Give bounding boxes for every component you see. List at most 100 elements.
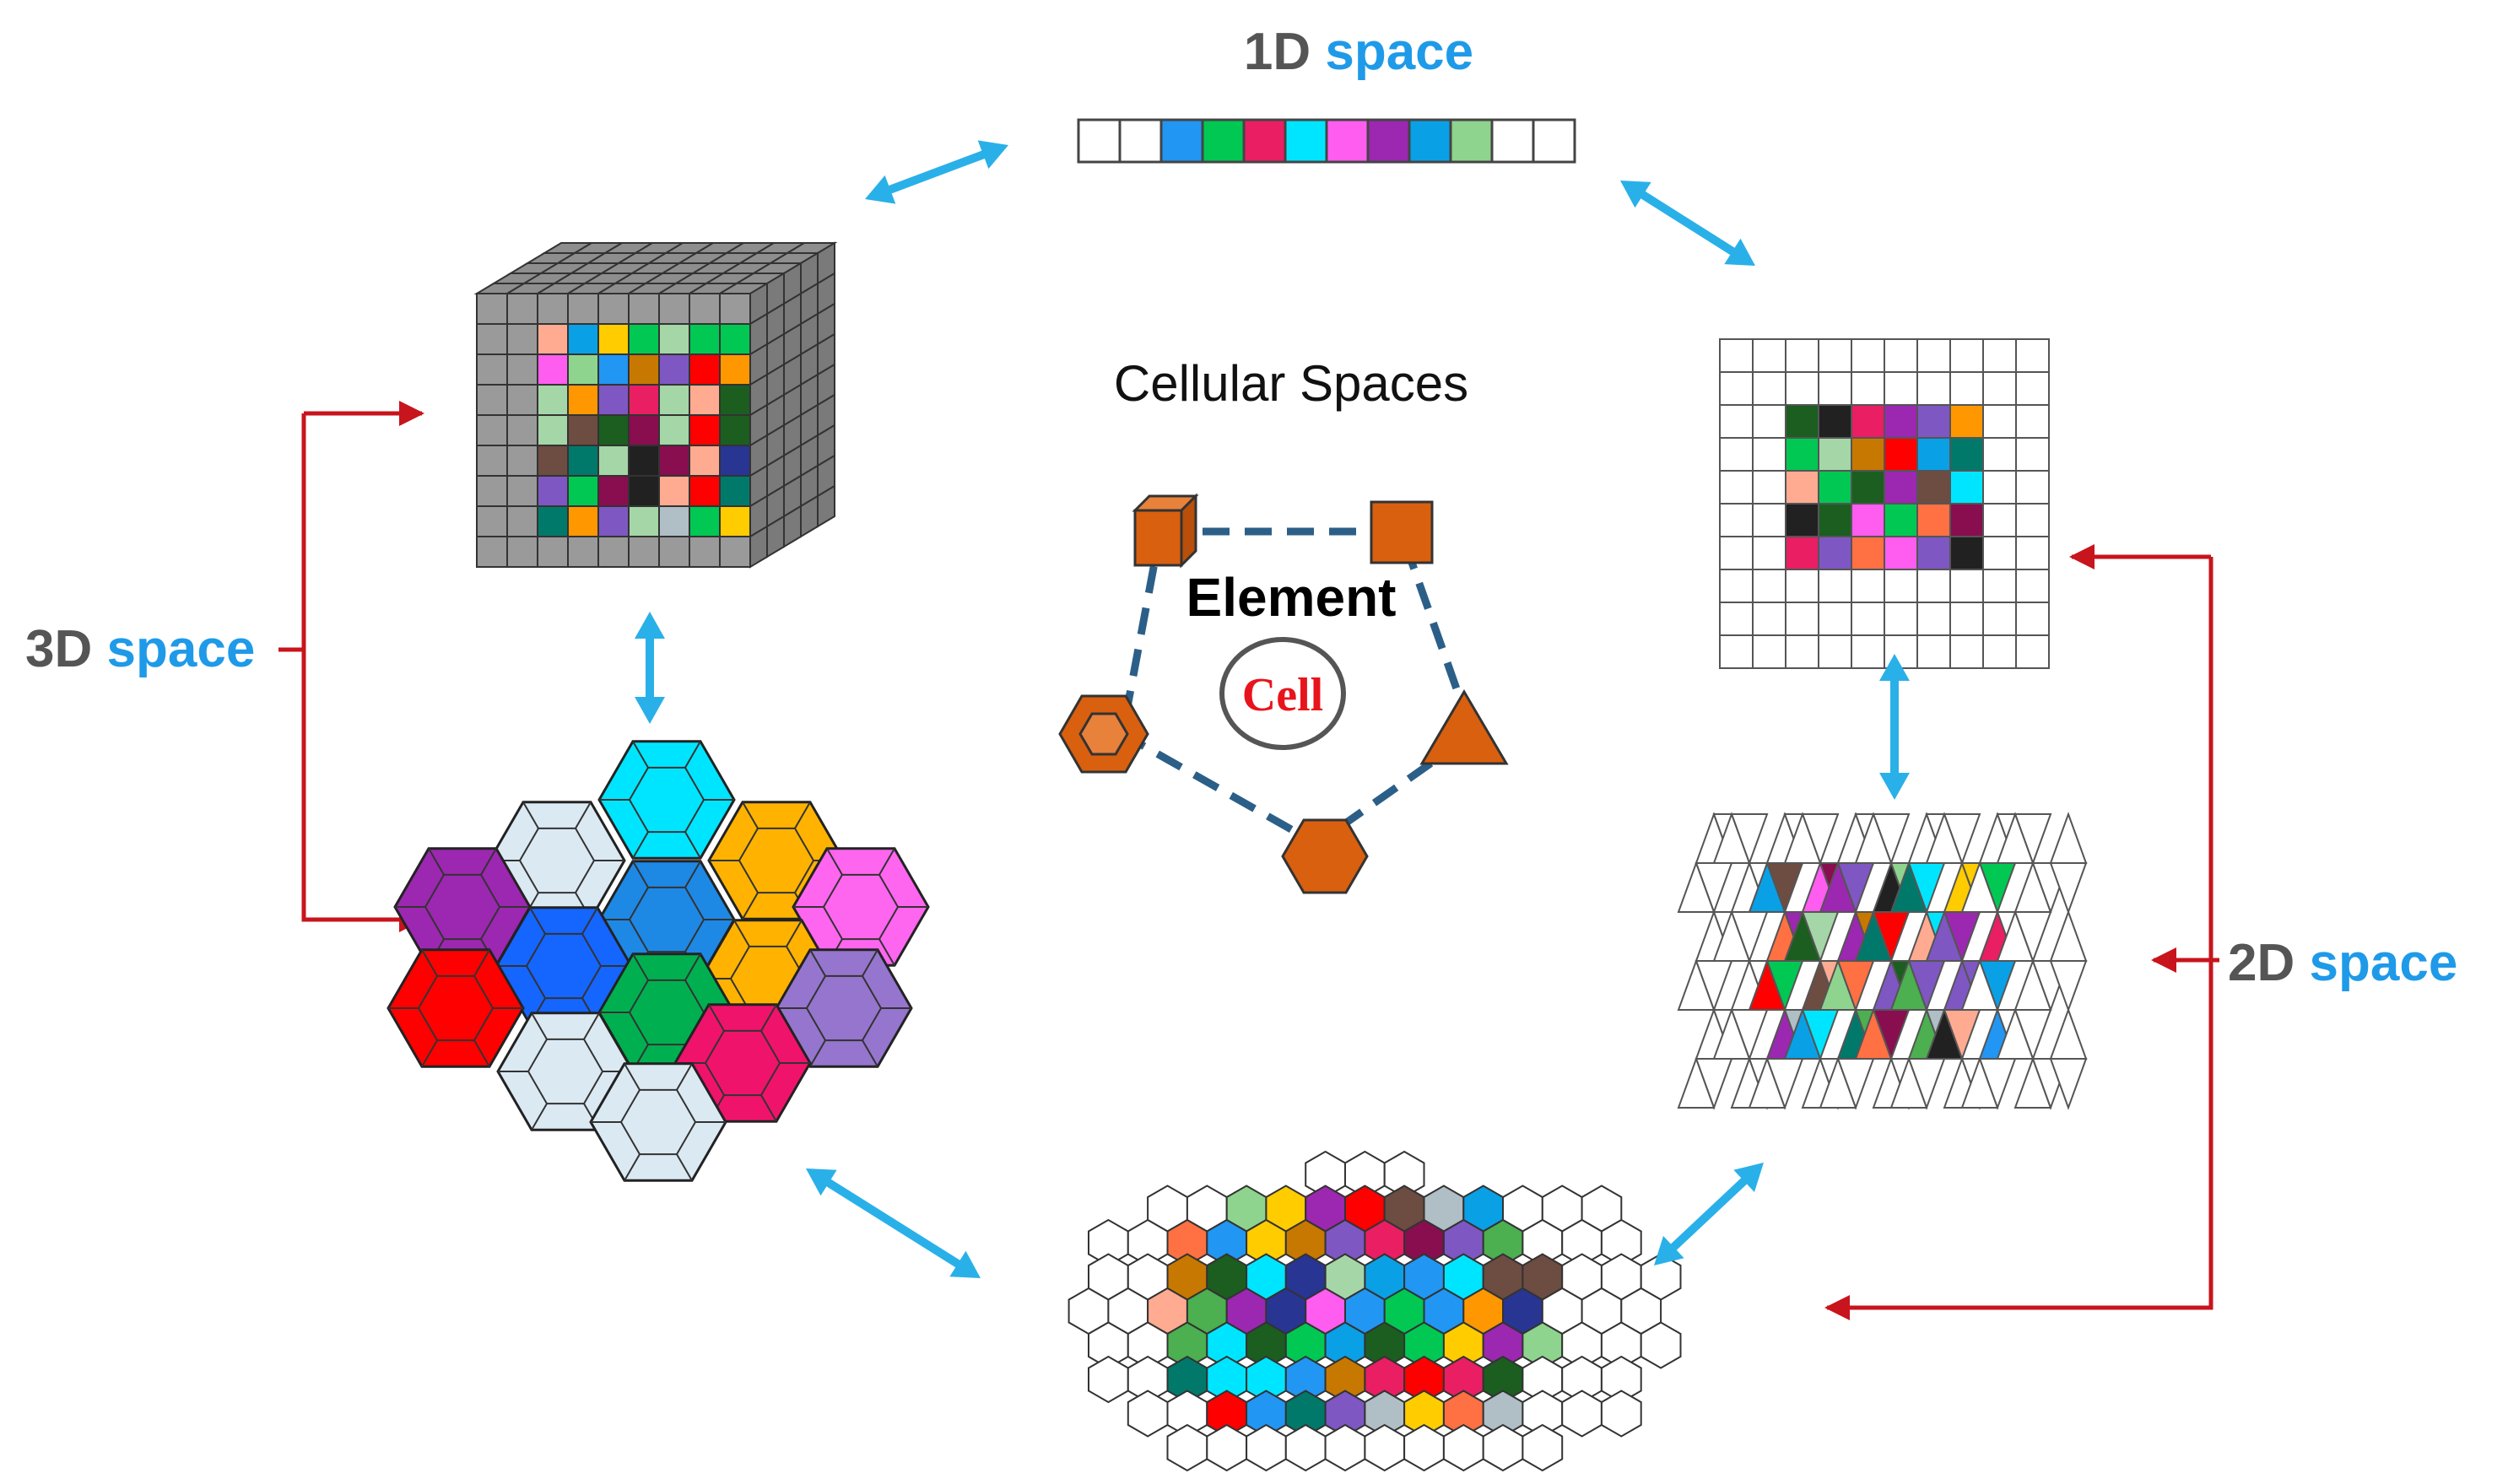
grid-cell [1916,338,1951,373]
double-arrow-head [806,1168,837,1196]
grid-cell [1916,569,1951,603]
grid-cell [2015,470,2050,505]
cube-front-cell [628,536,660,568]
double-arrow [1654,1163,1764,1265]
grid-cell [1851,338,1885,373]
cube-front-cell [537,384,569,416]
grid-cell [1916,371,1951,406]
hexagonal-prism-edge [531,1103,548,1131]
hexagon-cell [1246,1423,1287,1472]
hexagonal-prism-edge [826,848,843,876]
cube-front-cell [476,536,508,568]
grid-cell [1719,569,1754,603]
grid-cell [1982,602,2017,636]
hexagonal-prism-edge [522,801,539,829]
hexagonal-prism-edge [862,949,878,977]
grid-cell [1719,338,1754,373]
hexagonal-prism-edge [632,953,649,981]
hexagonal-prism-edge [676,1153,693,1181]
grid-cell [1884,437,1918,472]
grid-cell [1982,569,2017,603]
double-arrow-head [1879,654,1910,681]
grid-cell [1949,371,1984,406]
hexagonal-prism-edge [684,741,701,769]
cube-front-cell [628,445,660,477]
hexagon-cell [1482,1423,1524,1472]
cube-front-cell [537,475,569,507]
triangle-cell [2049,1058,2088,1110]
grid-cell [1982,371,2017,406]
hexagonal-prism-edge [862,1039,878,1067]
two-d-square-grid [1719,338,2050,669]
strip-cell [1077,118,1122,164]
double-arrow-head [635,697,665,724]
grid-cell [1752,404,1786,439]
grid-cell [2015,569,2050,603]
cube-front-cell [689,414,721,446]
cube-front-cell [506,475,538,507]
grid-cell [1785,470,1819,505]
double-arrow-shaft [1635,188,1740,258]
hexagonal-prism-edge [428,848,445,876]
cube-front-cell [658,353,690,386]
cube-front-cell [597,536,630,568]
double-arrow-head [1620,181,1651,208]
label-3d-prefix: 3D [25,620,92,678]
grid-cell [1982,404,2017,439]
cube-front-cell [567,323,599,355]
blue-arrows [635,140,1910,1278]
cube-front-cell [567,293,599,325]
label-2d-space: 2D space [2228,934,2457,992]
hexagonal-prism-edge [473,1039,490,1067]
cube-front-cell [537,353,569,386]
hexagonal-prism-edge [632,741,649,769]
grid-cell [2015,437,2050,472]
double-arrow [1620,181,1755,266]
cube-front-cell [567,475,599,507]
grid-cell [1785,437,1819,472]
grid-cell [1916,634,1951,669]
hexagon-cell [1166,1423,1208,1472]
grid-cell [1752,569,1786,603]
grid-cell [1982,536,2017,570]
hexagonal-prism-edge [742,801,759,829]
cell-label: Cell [1242,669,1323,721]
grid-cell [1719,634,1754,669]
hexagon-cell [1442,1423,1484,1472]
cube-front-cell [719,505,751,537]
cube-front-cell [597,505,630,537]
cube-front-cell [689,293,721,325]
grid-cell [1752,371,1786,406]
cube-front-cell [597,293,630,325]
cube-front-cell [658,384,690,416]
grid-cell [1884,569,1918,603]
grid-cell [1982,503,2017,537]
grid-cell [1752,602,1786,636]
hexagon-cell [1403,1423,1445,1472]
strip-cell [1366,118,1411,164]
triangle-cell [1677,861,1716,913]
hexagonal-prism-edge [531,1012,548,1040]
grid-cell [1719,536,1754,570]
cube-front-cell [689,445,721,477]
triangle-cell [1960,1056,1999,1109]
cube-front-cell [567,384,599,416]
grid-cell [1818,569,1852,603]
hexagon-cell [1522,1423,1564,1472]
cube-front-cell [689,353,721,386]
element-group: Element Cell [1058,493,1509,894]
cube-front-cell [506,536,538,568]
triangle-cell [2049,862,2088,915]
grid-cell [1982,437,2017,472]
one-d-strip [1077,118,1576,164]
bracket-3d [278,401,424,932]
nested-hexagon-icon [1058,694,1149,774]
cube-front-cell [689,323,721,355]
grid-cell [1818,536,1852,570]
cube-front-cell [567,353,599,386]
double-arrow-head [1724,238,1755,266]
grid-cell [1752,338,1786,373]
label-1d-suffix: space [1325,23,1473,81]
hexagonal-prism-edge [581,907,598,935]
hexagonal-prism-edge [878,848,895,876]
